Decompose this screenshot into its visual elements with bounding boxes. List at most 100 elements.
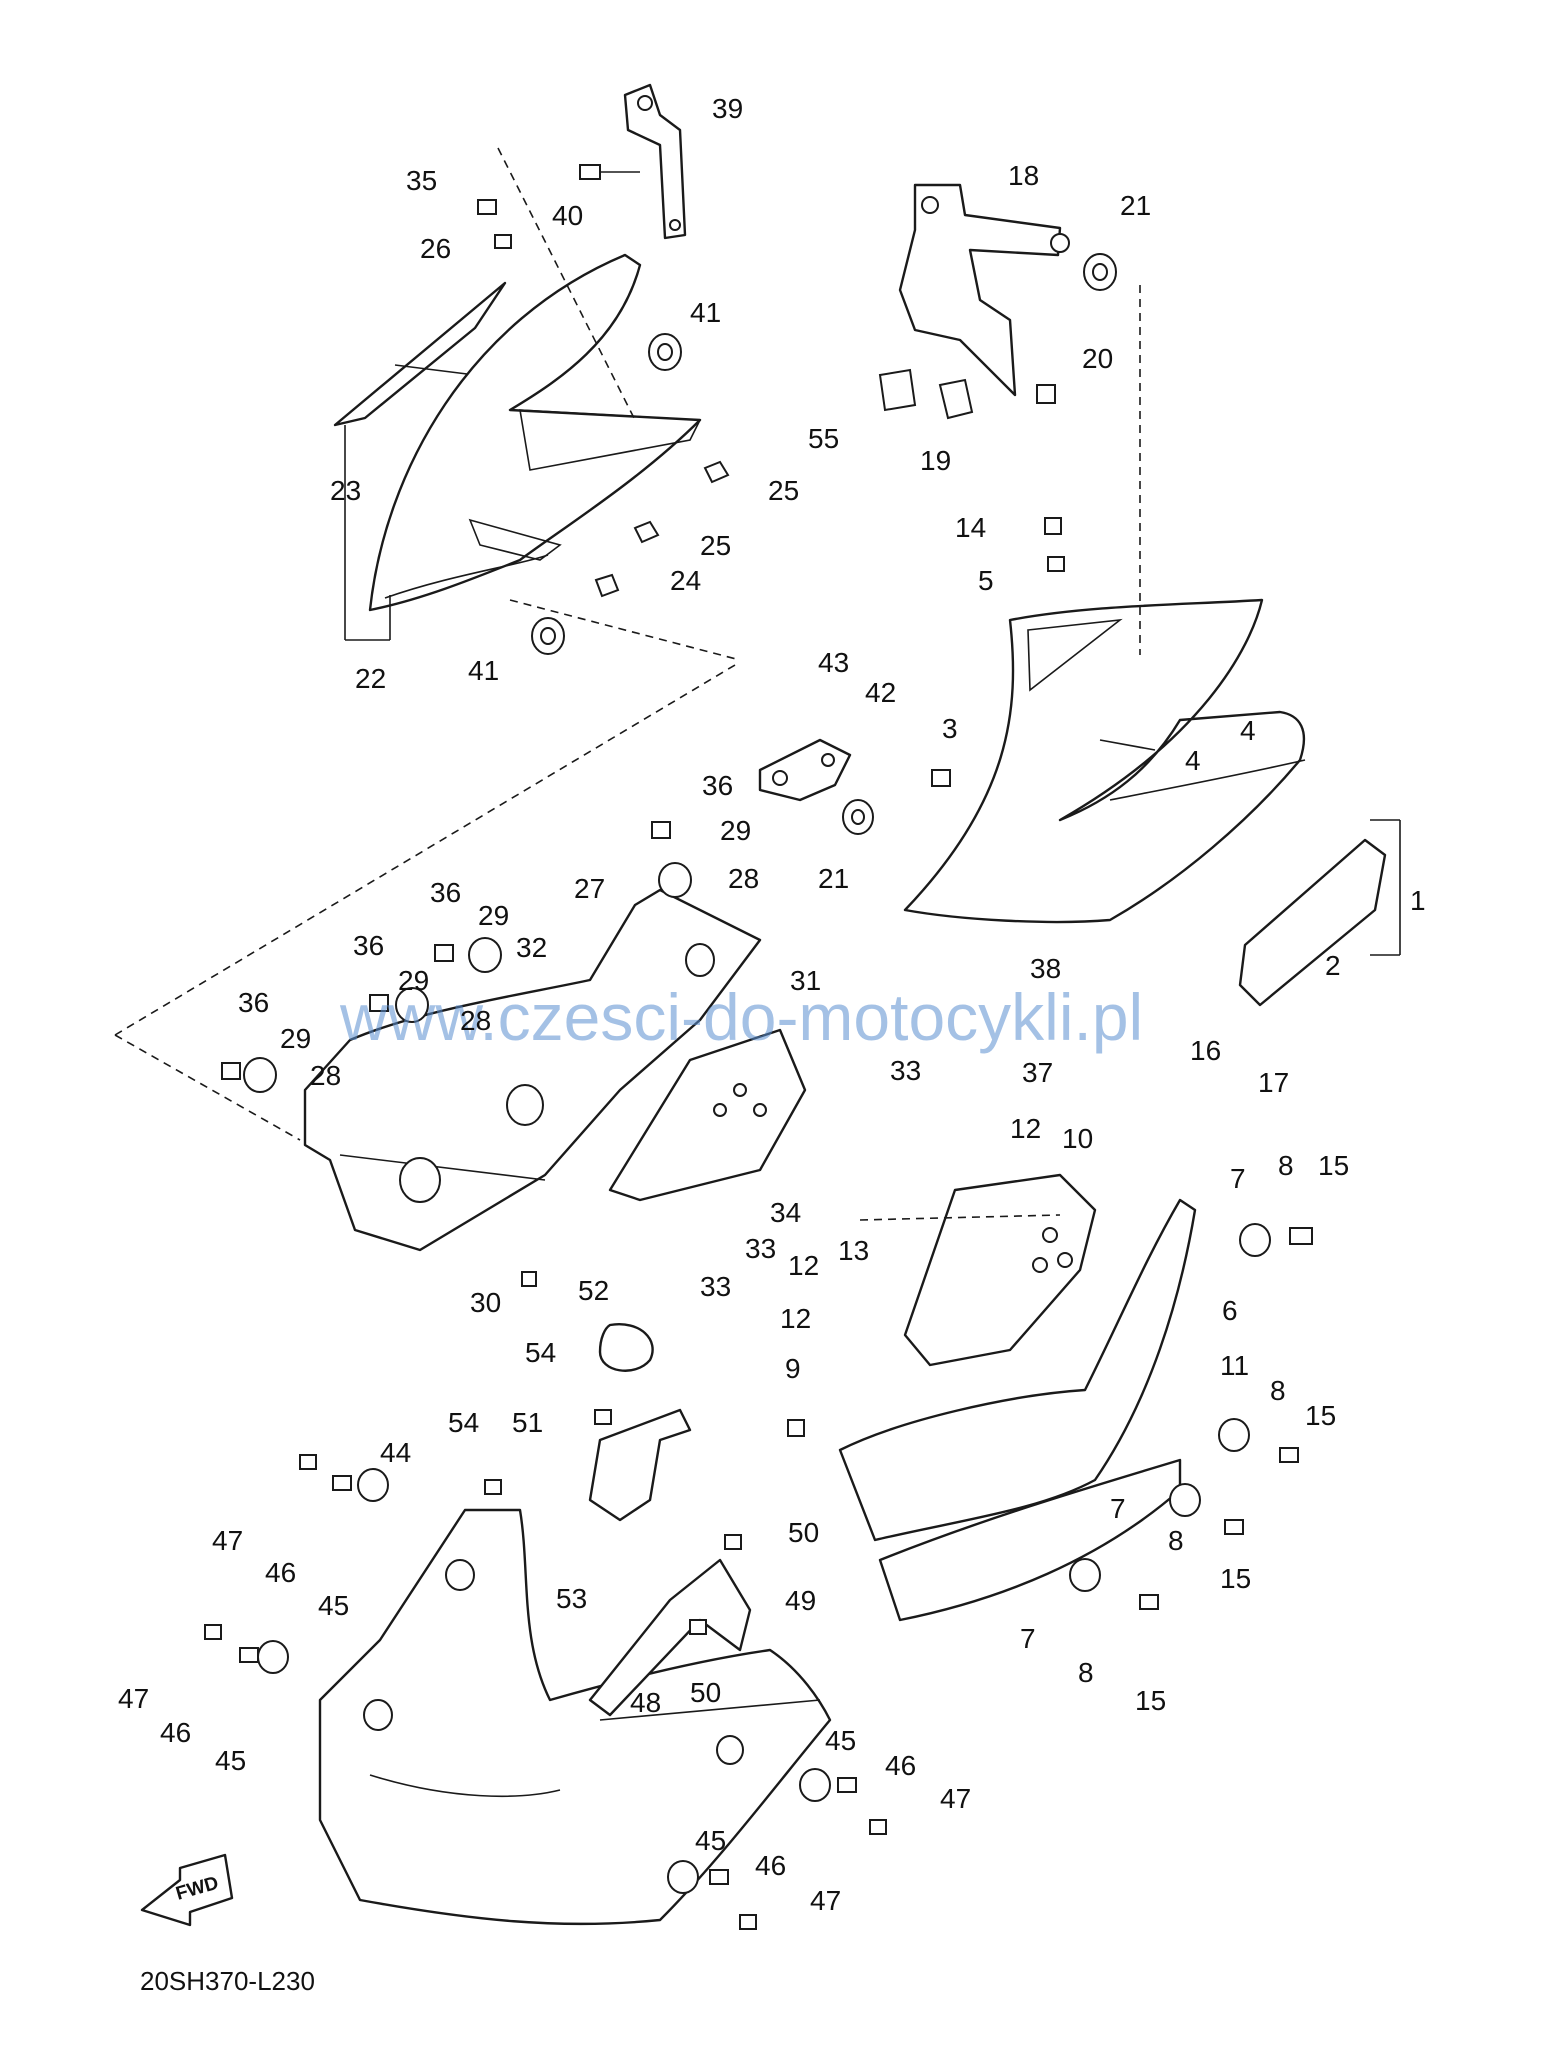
mount-bracket bbox=[588, 1408, 692, 1522]
inner-bracket bbox=[608, 1028, 807, 1202]
inner-panel-group bbox=[114, 664, 852, 1287]
part-label: 46 bbox=[160, 1717, 191, 1748]
part-label: 53 bbox=[556, 1583, 587, 1614]
front-cowl bbox=[368, 253, 702, 612]
cover-plate bbox=[903, 1173, 1097, 1367]
part-label: 46 bbox=[885, 1750, 916, 1781]
decal bbox=[1238, 838, 1387, 1007]
front-cowl-group bbox=[333, 83, 741, 661]
part-label: 24 bbox=[670, 565, 701, 596]
part-label: 15 bbox=[1220, 1563, 1251, 1594]
part-label: 3 bbox=[942, 713, 958, 744]
forward-arrow-icon: FWD bbox=[140, 1853, 234, 1927]
part-label: 43 bbox=[818, 647, 849, 678]
part-label: 36 bbox=[430, 877, 461, 908]
part-label: 54 bbox=[448, 1407, 479, 1438]
part-label: 10 bbox=[1062, 1123, 1093, 1154]
part-label: 40 bbox=[552, 200, 583, 231]
part-label: 25 bbox=[700, 530, 731, 561]
part-label: 19 bbox=[920, 445, 951, 476]
part-label: 54 bbox=[525, 1337, 556, 1368]
part-label: 22 bbox=[355, 663, 386, 694]
part-label: 8 bbox=[1270, 1375, 1286, 1406]
stay-plate bbox=[758, 738, 852, 802]
part-label: 49 bbox=[785, 1585, 816, 1616]
part-label: 51 bbox=[512, 1407, 543, 1438]
part-label: 36 bbox=[238, 987, 269, 1018]
part-label: 25 bbox=[768, 475, 799, 506]
part-label: 28 bbox=[310, 1060, 341, 1091]
part-label: 47 bbox=[212, 1525, 243, 1556]
part-label: 14 bbox=[955, 512, 986, 543]
part-label: 8 bbox=[1278, 1150, 1294, 1181]
side-cowl-group bbox=[842, 183, 1401, 1007]
part-label: 44 bbox=[380, 1437, 411, 1468]
part-label: 45 bbox=[215, 1745, 246, 1776]
part-label: 28 bbox=[460, 1005, 491, 1036]
part-label: 15 bbox=[1318, 1150, 1349, 1181]
part-label: 13 bbox=[838, 1235, 869, 1266]
part-label: 41 bbox=[690, 297, 721, 328]
part-labels: 39 35 40 26 41 23 25 25 24 22 41 18 21 2… bbox=[118, 93, 1426, 1916]
part-label: 29 bbox=[478, 900, 509, 931]
part-label: 21 bbox=[818, 863, 849, 894]
part-label: 7 bbox=[1110, 1493, 1126, 1524]
part-label: 2 bbox=[1325, 950, 1341, 981]
part-label: 47 bbox=[810, 1885, 841, 1916]
under-cowl-group bbox=[204, 1323, 887, 1930]
part-label: 39 bbox=[712, 93, 743, 124]
part-label: 8 bbox=[1168, 1525, 1184, 1556]
part-label: 23 bbox=[330, 475, 361, 506]
part-label: 20 bbox=[1082, 343, 1113, 374]
part-label: 37 bbox=[1022, 1057, 1053, 1088]
part-label: 27 bbox=[574, 873, 605, 904]
diagram-code: 20SH370-L230 bbox=[140, 1966, 315, 1996]
stay-bracket bbox=[623, 83, 687, 240]
part-label: 55 bbox=[808, 423, 839, 454]
part-label: 34 bbox=[770, 1197, 801, 1228]
meter-bracket bbox=[898, 183, 1062, 397]
part-label: 33 bbox=[890, 1055, 921, 1086]
part-label: 5 bbox=[978, 565, 994, 596]
part-label: 18 bbox=[1008, 160, 1039, 191]
part-label: 48 bbox=[630, 1687, 661, 1718]
part-label: 29 bbox=[720, 815, 751, 846]
clamp-ring bbox=[598, 1323, 654, 1372]
part-label: 16 bbox=[1190, 1035, 1221, 1066]
part-label: 42 bbox=[865, 677, 896, 708]
part-label: 12 bbox=[788, 1250, 819, 1281]
part-label: 29 bbox=[280, 1023, 311, 1054]
part-label: 47 bbox=[940, 1783, 971, 1814]
part-label: 29 bbox=[398, 965, 429, 996]
part-label: 47 bbox=[118, 1683, 149, 1714]
part-label: 31 bbox=[790, 965, 821, 996]
lower-stay bbox=[588, 1558, 752, 1717]
part-label: 28 bbox=[728, 863, 759, 894]
part-label: 52 bbox=[578, 1275, 609, 1306]
part-label: 11 bbox=[1220, 1350, 1249, 1381]
radiator-cover-group bbox=[787, 1173, 1313, 1622]
part-label: 26 bbox=[420, 233, 451, 264]
part-label: 36 bbox=[353, 930, 384, 961]
part-label: 9 bbox=[785, 1353, 801, 1384]
part-label: 35 bbox=[406, 165, 437, 196]
part-label: 12 bbox=[1010, 1113, 1041, 1144]
under-cowl bbox=[318, 1508, 832, 1926]
part-label: 6 bbox=[1222, 1295, 1238, 1326]
part-label: 36 bbox=[702, 770, 733, 801]
part-label: 30 bbox=[470, 1287, 501, 1318]
part-label: 8 bbox=[1078, 1657, 1094, 1688]
part-label: 32 bbox=[516, 932, 547, 963]
part-label: 7 bbox=[1230, 1163, 1246, 1194]
part-label: 46 bbox=[265, 1557, 296, 1588]
part-label: 45 bbox=[695, 1825, 726, 1856]
part-label: 7 bbox=[1020, 1623, 1036, 1654]
part-label: 50 bbox=[690, 1677, 721, 1708]
side-cowl bbox=[903, 598, 1306, 924]
windscreen bbox=[333, 281, 507, 427]
part-label: 41 bbox=[468, 655, 499, 686]
part-label: 33 bbox=[700, 1271, 731, 1302]
part-label: 45 bbox=[318, 1590, 349, 1621]
part-label: 38 bbox=[1030, 953, 1061, 984]
